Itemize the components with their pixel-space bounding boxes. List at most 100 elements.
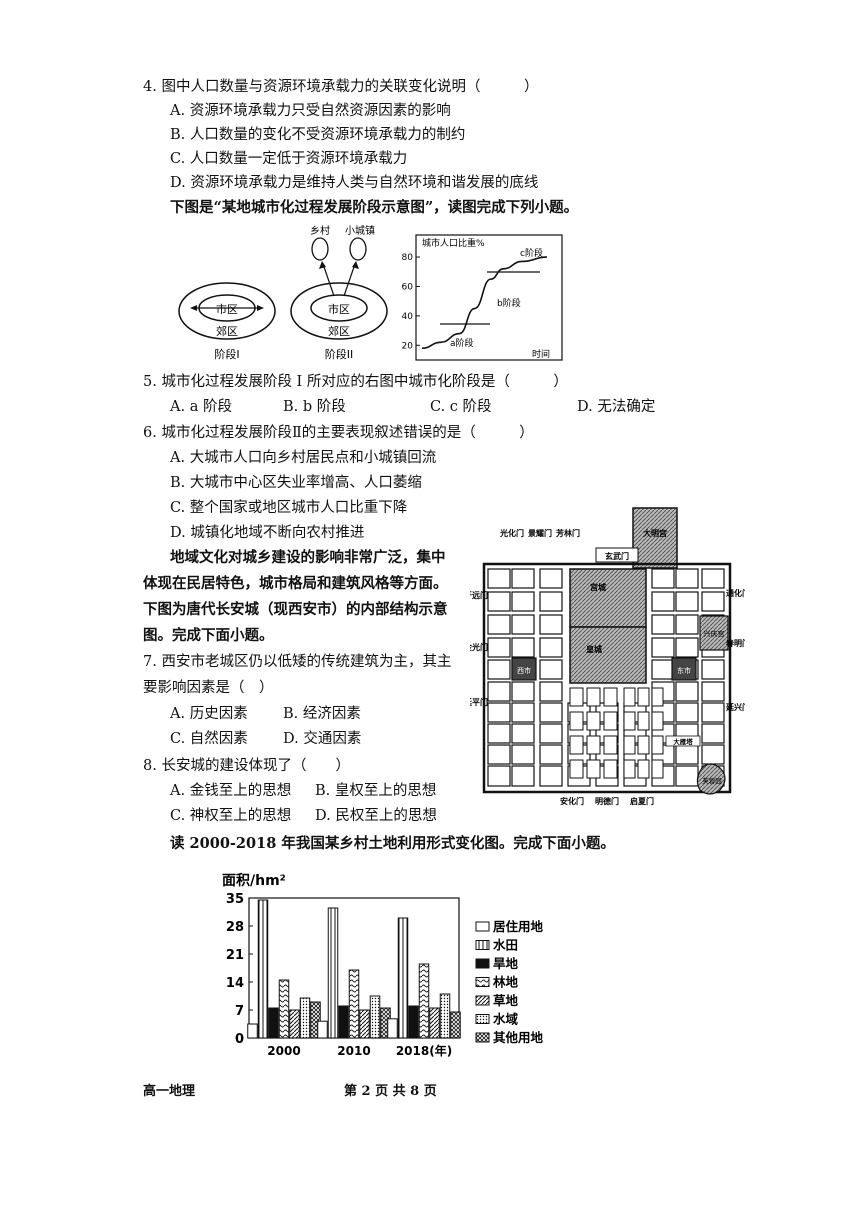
q6-option-a[interactable]: A. 大城市人口向乡村居民点和小城镇回流 bbox=[170, 450, 437, 466]
legend-label-5: 水域 bbox=[493, 1012, 519, 1027]
bar-2010-0 bbox=[317, 1020, 328, 1039]
bar-2018-0 bbox=[387, 1018, 398, 1039]
q4-option-a[interactable]: A. 资源环境承载力只受自然资源因素的影响 bbox=[170, 103, 451, 119]
bar-2000-2 bbox=[268, 1007, 279, 1039]
q8-option-a[interactable]: A. 金钱至上的思想 bbox=[170, 783, 292, 799]
ward-block-83 bbox=[651, 711, 664, 731]
ward-block-73 bbox=[623, 687, 636, 707]
bar-2010-4 bbox=[359, 1009, 370, 1039]
dayan-label: 大雁塔 bbox=[673, 737, 693, 746]
stage2-suburb-ring bbox=[290, 282, 388, 340]
curve-ylabel: 城市人口比重% bbox=[422, 237, 485, 249]
ward-block-86 bbox=[586, 735, 601, 755]
legend-swatch-6 bbox=[475, 1032, 490, 1043]
ward-block-62 bbox=[701, 568, 725, 589]
bar-ytick-label-35: 35 bbox=[226, 892, 244, 907]
q7-option-d[interactable]: D. 交通因素 bbox=[283, 731, 362, 747]
bar-ytick-label-14: 14 bbox=[226, 976, 244, 991]
ward-block-87 bbox=[637, 735, 650, 755]
legend-label-1: 水田 bbox=[493, 938, 518, 953]
ward-block-90 bbox=[569, 759, 584, 779]
bar-xlabel-2: 2018(年) bbox=[396, 1043, 452, 1058]
ward-block-4 bbox=[487, 659, 511, 680]
q6-stem: 6. 城市化过程发展阶段Ⅱ的主要表现叙述错误的是（ ） bbox=[143, 425, 534, 441]
q8-option-b[interactable]: B. 皇权至上的思想 bbox=[315, 783, 437, 799]
ward-block-69 bbox=[701, 723, 725, 744]
east-market bbox=[671, 657, 697, 681]
ward-block-61 bbox=[675, 765, 699, 787]
q5-option-c[interactable]: C. c 阶段 bbox=[430, 399, 492, 415]
ward-block-16 bbox=[511, 702, 535, 723]
intro-city: 下图是“某地城市化过程发展阶段示意图”，读图完成下列小题。 bbox=[170, 199, 579, 216]
q8-option-d[interactable]: D. 民权至上的思想 bbox=[315, 808, 437, 824]
intro-changan-line3: 下图为唐代长安城（现西安市）的内部结构示意 bbox=[143, 601, 448, 618]
ward-block-26 bbox=[539, 702, 563, 723]
arrow-to-village bbox=[322, 263, 335, 297]
bar-2018-4 bbox=[429, 1007, 440, 1039]
ward-block-8 bbox=[487, 744, 511, 765]
bar-2018-3 bbox=[418, 963, 430, 1039]
q5-option-d[interactable]: D. 无法确定 bbox=[577, 399, 656, 415]
q6-option-d[interactable]: D. 城镇化地域不断向农村推进 bbox=[170, 525, 365, 541]
q4-option-d[interactable]: D. 资源环境承载力是维持人类与自然环境和谐发展的底线 bbox=[170, 175, 539, 191]
stage2-label: 阶段II bbox=[325, 347, 354, 361]
ward-block-10 bbox=[511, 568, 535, 589]
ward-block-18 bbox=[511, 744, 535, 765]
curve-ytick-label-60: 60 bbox=[402, 282, 414, 292]
ward-block-21 bbox=[539, 591, 563, 612]
ward-block-43 bbox=[651, 591, 675, 612]
ward-block-20 bbox=[539, 568, 563, 589]
q7-option-b[interactable]: B. 经济因素 bbox=[283, 706, 361, 722]
west-market bbox=[511, 657, 537, 681]
q7-option-a[interactable]: A. 历史因素 bbox=[170, 706, 248, 722]
ward-block-80 bbox=[586, 711, 601, 731]
stage2-urban-label: 市区 bbox=[328, 302, 350, 316]
q6-option-b[interactable]: B. 大城市中心区失业率增高、人口萎缩 bbox=[170, 475, 422, 491]
bar-2018-2 bbox=[408, 1005, 419, 1039]
urbanization-curve bbox=[421, 256, 548, 350]
top-gate-1: 光化门 bbox=[499, 528, 524, 538]
q7-option-c[interactable]: C. 自然因素 bbox=[170, 731, 248, 747]
ward-block-63 bbox=[701, 591, 725, 612]
ward-block-23 bbox=[539, 637, 563, 658]
chart-frame bbox=[415, 234, 563, 361]
q7-stem-line1: 7. 西安市老城区仍以低矮的传统建筑为主，其主 bbox=[143, 654, 452, 670]
q4-option-c[interactable]: C. 人口数量一定低于资源环境承载力 bbox=[170, 151, 408, 167]
right-gate-1: 通化门 bbox=[726, 588, 745, 598]
bar-2000-1 bbox=[257, 899, 269, 1039]
ward-block-22 bbox=[539, 614, 563, 635]
bar-2010-1 bbox=[327, 907, 339, 1039]
q5-option-b[interactable]: B. b 阶段 bbox=[283, 399, 346, 415]
bar-2010-2 bbox=[338, 1005, 349, 1039]
left-gate-2: 金光门 bbox=[470, 642, 488, 652]
stage-b-label: b阶段 bbox=[497, 297, 521, 309]
ward-block-25 bbox=[539, 681, 563, 702]
top-gate-2: 景耀门 bbox=[528, 528, 552, 538]
daming-palace bbox=[632, 507, 678, 569]
ward-block-85 bbox=[623, 735, 636, 755]
ward-block-44 bbox=[651, 614, 675, 635]
bar-ylabel: 面积/hm² bbox=[222, 872, 286, 889]
imperial-label: 皇城 bbox=[586, 644, 602, 654]
ward-block-89 bbox=[651, 735, 664, 755]
palace-label: 宫城 bbox=[590, 582, 606, 592]
furong-garden bbox=[696, 763, 726, 795]
stage1-label: 阶段I bbox=[214, 347, 239, 361]
ward-block-79 bbox=[623, 711, 636, 731]
q6-option-c[interactable]: C. 整个国家或地区城市人口比重下降 bbox=[170, 500, 408, 516]
legend-swatch-3 bbox=[475, 977, 490, 987]
left-gate-1: 开远门 bbox=[470, 590, 488, 600]
city-wall bbox=[482, 562, 732, 794]
ward-block-54 bbox=[675, 614, 699, 635]
q4-option-b[interactable]: B. 人口数量的变化不受资源环境承载力的制约 bbox=[170, 127, 466, 143]
q5-option-a[interactable]: A. a 阶段 bbox=[170, 399, 232, 415]
legend-swatch-0 bbox=[475, 921, 490, 932]
intro-changan-line1: 地域文化对城乡建设的影响非常广泛，集中 bbox=[170, 549, 446, 566]
stage-a-label: a阶段 bbox=[450, 337, 474, 349]
ward-block-19 bbox=[511, 765, 535, 787]
legend-swatch-1 bbox=[475, 940, 490, 950]
stage1-suburb-label: 郊区 bbox=[216, 325, 238, 338]
q8-option-c[interactable]: C. 神权至上的思想 bbox=[170, 808, 292, 824]
